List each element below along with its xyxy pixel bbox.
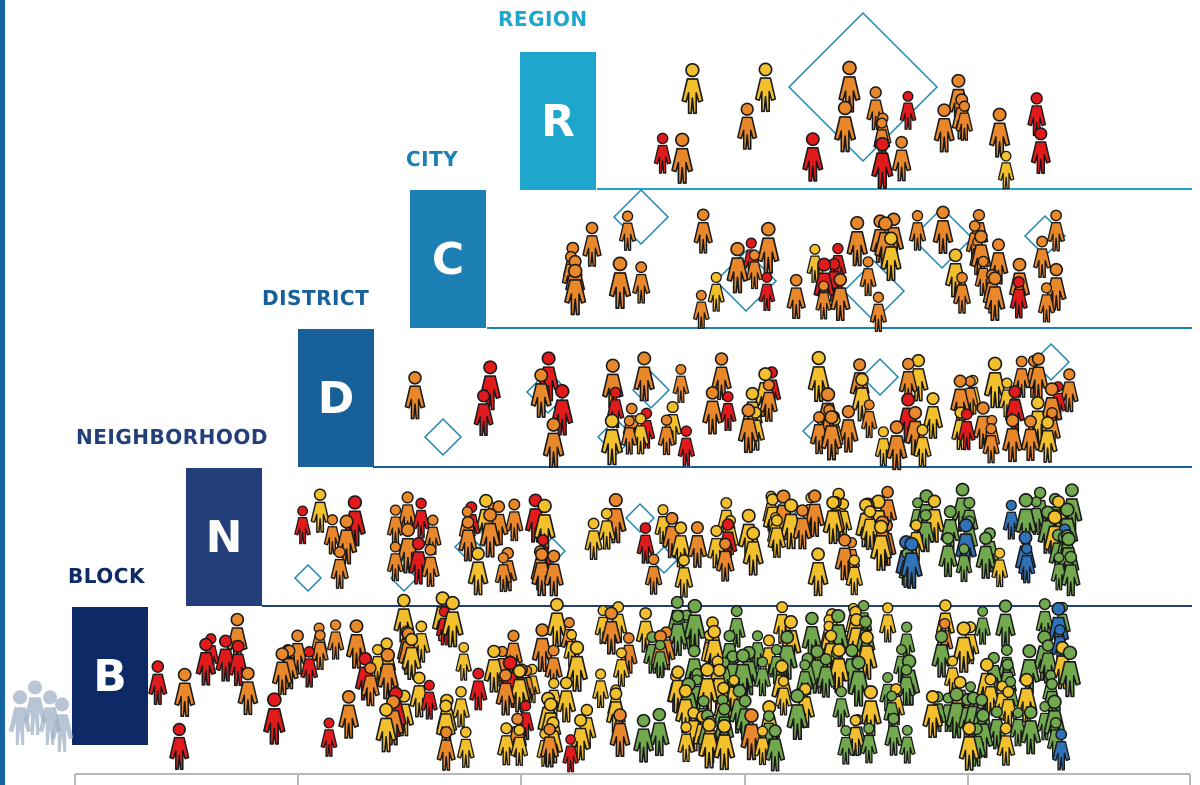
person-figure xyxy=(169,722,190,770)
person-figure xyxy=(386,504,405,545)
diamond-marker xyxy=(787,11,939,163)
crowd-people xyxy=(148,60,1083,773)
level-box-city: C xyxy=(410,190,486,328)
level-label-city: CITY xyxy=(406,147,459,171)
person-figure xyxy=(174,667,196,717)
person-figure xyxy=(148,660,168,706)
person-figure xyxy=(653,132,672,174)
person-figure xyxy=(582,221,602,267)
level-box-district: D xyxy=(298,329,374,467)
diamond-marker xyxy=(860,357,900,397)
level-label-region: REGION xyxy=(498,7,588,31)
person-figure xyxy=(687,521,708,568)
diamond-marker xyxy=(453,532,483,562)
person-figure xyxy=(988,107,1011,158)
person-figure xyxy=(338,690,360,739)
person-figure xyxy=(737,102,758,150)
person-figure xyxy=(412,497,430,539)
person-figure xyxy=(1047,209,1066,252)
person-figure xyxy=(326,619,345,660)
person-figure xyxy=(671,132,694,184)
tier-line-city xyxy=(597,188,1192,190)
person-figure xyxy=(974,606,991,645)
person-figure xyxy=(310,488,330,533)
person-figure xyxy=(707,271,725,312)
person-figure xyxy=(693,208,713,254)
axis-ticks xyxy=(74,774,1191,785)
person-figure xyxy=(1002,499,1020,540)
person-figure xyxy=(320,717,338,757)
faded-people-logo xyxy=(8,680,74,752)
person-figure xyxy=(1033,235,1052,278)
person-figure xyxy=(692,289,710,329)
person-figure xyxy=(859,256,877,297)
person-figure xyxy=(754,62,777,113)
level-label-district: DISTRICT xyxy=(262,286,370,310)
level-box-neighborhood: N xyxy=(186,468,262,606)
tier-line-neighborhood xyxy=(373,466,1192,468)
tier-line-block xyxy=(262,605,1192,607)
person-figure xyxy=(898,724,916,764)
person-figure xyxy=(807,547,829,597)
person-figure xyxy=(672,363,690,404)
person-figure xyxy=(802,132,824,182)
person-figure xyxy=(891,135,912,182)
level-box-region: R xyxy=(520,52,596,190)
person-figure xyxy=(404,371,426,420)
level-label-block: BLOCK xyxy=(68,564,145,588)
person-figure xyxy=(632,261,651,304)
person-figure xyxy=(869,291,888,332)
person-figure xyxy=(452,685,470,728)
person-figure xyxy=(633,713,655,763)
person-figure xyxy=(505,498,524,542)
tier-line-district xyxy=(487,327,1192,329)
diamond-marker xyxy=(293,563,323,593)
person-figure xyxy=(469,667,488,711)
person-figure xyxy=(263,692,286,745)
level-box-block: B xyxy=(72,607,148,745)
person-figure xyxy=(294,505,311,545)
person-figure xyxy=(584,517,603,560)
person-figure xyxy=(879,602,897,643)
level-label-neighborhood: NEIGHBORHOOD xyxy=(76,425,268,449)
person-figure xyxy=(592,668,610,709)
person-figure xyxy=(681,62,704,115)
left-edge-bar xyxy=(0,0,5,785)
person-figure xyxy=(899,90,917,130)
person-figure xyxy=(608,256,632,309)
person-figure xyxy=(1002,413,1023,463)
person-figure xyxy=(995,599,1016,647)
person-figure xyxy=(618,210,637,251)
person-figure xyxy=(456,726,475,768)
person-figure xyxy=(455,642,473,681)
person-figure xyxy=(726,241,749,294)
diamond-marker xyxy=(612,188,670,246)
diamond-marker xyxy=(624,502,656,534)
diamond-marker xyxy=(423,417,463,457)
person-figure xyxy=(786,273,806,320)
person-figure xyxy=(908,210,927,251)
